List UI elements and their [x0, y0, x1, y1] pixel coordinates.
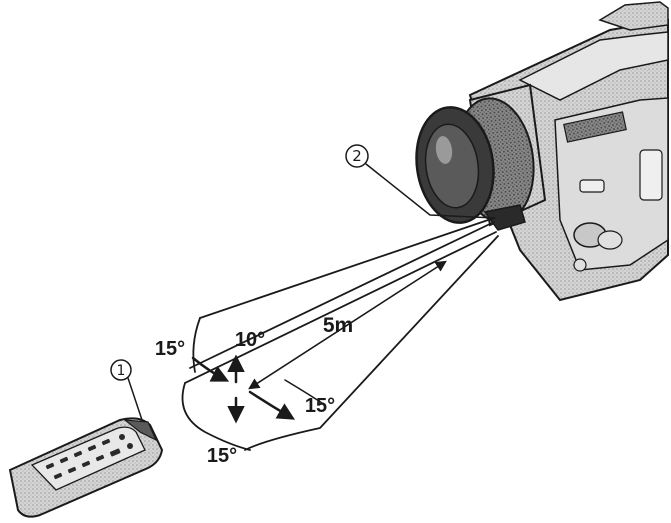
camcorder-control-strip	[563, 111, 627, 143]
camcorder-top-knob	[598, 1, 669, 31]
angle-right-label: 15°	[305, 395, 335, 417]
range-arc-lower	[181, 382, 251, 451]
distance-arrow	[248, 260, 447, 390]
callout-sensor-leader	[365, 163, 496, 219]
angle-arrow-right	[248, 390, 296, 420]
camcorder-lens-highlight	[435, 136, 453, 164]
callout-sensor: 2	[345, 144, 496, 219]
distance-label: 5m	[323, 314, 353, 337]
range-arc-upper	[192, 317, 201, 373]
remote-control	[8, 417, 164, 518]
remote-buttons	[45, 434, 133, 480]
angle-left-label: 15°	[155, 338, 185, 360]
camcorder	[415, 1, 669, 302]
camcorder-button	[579, 179, 605, 193]
angle-top-label: 10°	[235, 329, 265, 351]
callout-remote-circle	[110, 359, 132, 381]
callout-sensor-circle	[345, 144, 369, 168]
callout-remote-number: 1	[117, 363, 126, 379]
remote-sensor	[483, 204, 526, 231]
callout-remote-leader	[127, 377, 143, 421]
callout-remote: 1	[110, 359, 143, 421]
range-cone-lower-edge	[244, 235, 499, 451]
camcorder-button	[639, 149, 663, 201]
camcorder-button	[597, 230, 623, 250]
camcorder-button	[573, 258, 587, 272]
remote-emitter	[123, 419, 158, 442]
angle-bottom-label: 15°	[207, 445, 237, 467]
range-cone-upper-edge	[199, 217, 495, 319]
angle-arrow-left	[191, 356, 230, 382]
callout-sensor-number: 2	[352, 147, 362, 165]
signal-range	[181, 217, 499, 451]
camcorder-top-ridge	[518, 31, 669, 101]
